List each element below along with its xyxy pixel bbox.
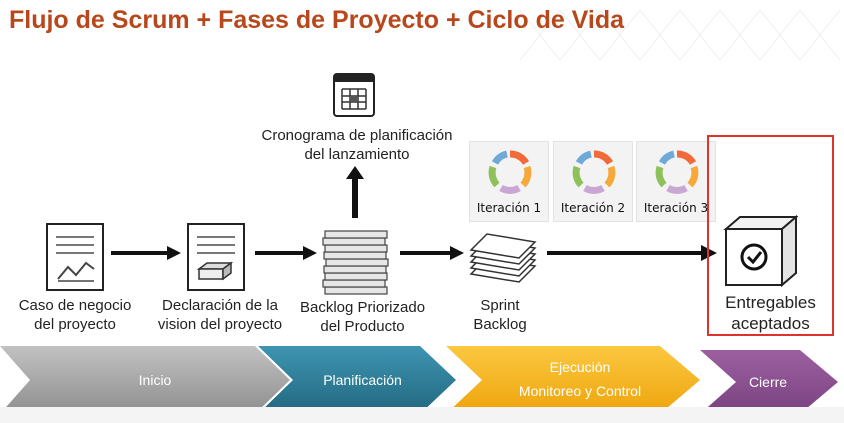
- arrow-right-icon: [400, 246, 464, 260]
- arrow-right-icon: [111, 246, 181, 260]
- iteration-card-1: Iteración 1: [469, 141, 549, 222]
- box-check-icon: [723, 215, 798, 287]
- declaracion-label: Declaración de la vision del proyecto: [157, 297, 283, 333]
- phase-planificacion: Planificación: [323, 372, 402, 388]
- highlight-rectangle: [707, 135, 834, 336]
- iteration-label-2: Iteración 2: [560, 201, 626, 215]
- caso-negocio-label: Caso de negocio del proyecto: [18, 297, 132, 333]
- phase-ejecucion: Ejecución: [549, 359, 611, 375]
- cycle-icon: [655, 150, 699, 194]
- phase-inicio: Inicio: [138, 372, 172, 388]
- cronograma-label: Cronograma de planificación del lanzamie…: [252, 126, 462, 164]
- calendar-icon: [333, 73, 375, 117]
- phase-cierre: Cierre: [748, 374, 788, 390]
- sprint-stack-icon: [469, 233, 537, 283]
- phase-cierre-shape: [700, 350, 838, 414]
- document-chart-icon: [46, 223, 104, 291]
- entregables-label: Entregables aceptados: [725, 293, 816, 333]
- arrow-right-icon: [255, 246, 317, 260]
- iteration-label-1: Iteración 1: [476, 201, 542, 215]
- phase-planificacion-shape: [258, 346, 456, 414]
- phase-monitoreo: Monitoreo y Control: [518, 383, 642, 399]
- stack-icon: [322, 230, 389, 295]
- document-box-icon: [187, 223, 245, 291]
- sprint-label: Sprint Backlog: [473, 297, 527, 333]
- backlog-label: Backlog Priorizado del Producto: [299, 299, 426, 335]
- bottom-strip: [0, 407, 844, 423]
- cronograma-line2: del lanzamiento: [304, 146, 410, 163]
- arrow-up-icon: [346, 166, 364, 218]
- phase-ejecucion-shape: [446, 346, 700, 414]
- iteration-label-3: Iteración 3: [643, 201, 709, 215]
- phase-chevrons: [0, 346, 838, 414]
- cycle-icon: [572, 150, 616, 194]
- cronograma-line1: Cronograma de planificación: [261, 127, 453, 144]
- page-title: Flujo de Scrum + Fases de Proyecto + Cic…: [9, 6, 625, 34]
- phase-inicio-shape: [0, 346, 290, 414]
- arrow-right-icon: [547, 245, 717, 261]
- iteration-card-2: Iteración 2: [553, 141, 633, 222]
- iteration-card-3: Iteración 3: [636, 141, 716, 222]
- cycle-icon: [488, 150, 532, 194]
